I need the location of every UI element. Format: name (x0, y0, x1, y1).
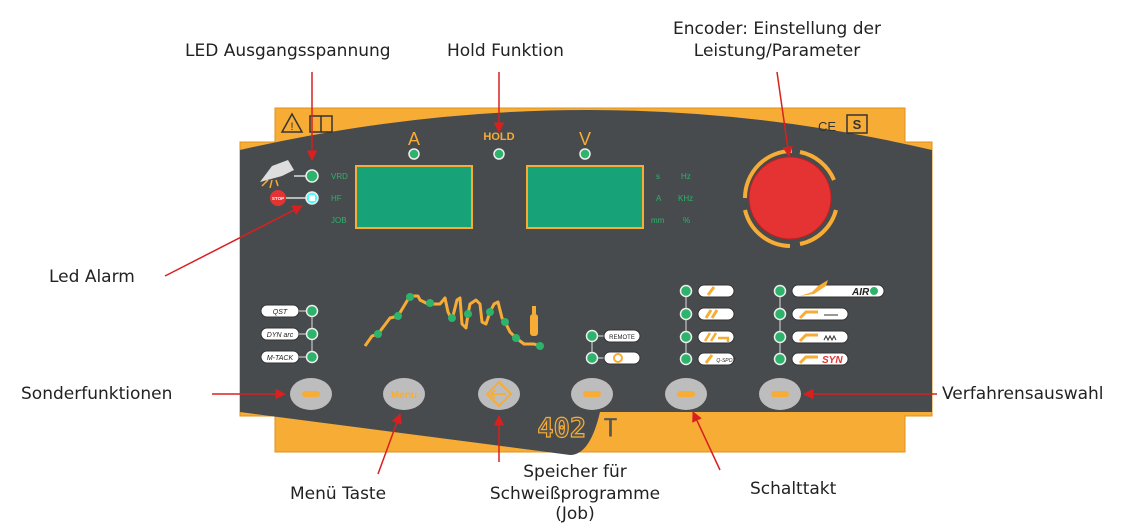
display-v (526, 165, 644, 229)
air-label: AIR (851, 287, 870, 298)
s-mark: S (853, 117, 862, 132)
callout-job-memory-line2: Schweißprogramme (489, 484, 661, 504)
output-voltage-icon (260, 160, 294, 189)
led-hold (493, 148, 505, 160)
callout-menu-key: Menü Taste (290, 484, 387, 504)
process-leds (773, 280, 885, 366)
remote-leds (585, 329, 641, 365)
display-a-label: A (408, 129, 420, 149)
ce-mark: CE (818, 119, 836, 134)
manual-book-icon (309, 115, 333, 133)
led-label-vrd: VRD (331, 172, 348, 181)
model-label: 402 T (537, 413, 618, 444)
trigger-mode-button[interactable] (665, 378, 707, 410)
led-label-job: JOB (331, 216, 347, 225)
callout-encoder-line1: Encoder: Einstellung der (673, 19, 881, 39)
unit-percent: % (683, 216, 690, 225)
process-selection-button[interactable] (759, 378, 801, 410)
led-v (579, 148, 591, 160)
menu-button[interactable] (383, 378, 425, 410)
svg-text:!: ! (290, 121, 293, 133)
unit-s: s (656, 172, 660, 181)
callout-hold-function: Hold Funktion (447, 41, 564, 61)
callout-led-alarm: Led Alarm (49, 267, 135, 287)
callout-arrows (164, 71, 937, 475)
warning-icon: ! (280, 112, 304, 133)
welding-sequence-graphic (363, 293, 544, 350)
callout-special-functions: Sonderfunktionen (21, 384, 173, 404)
remote-button[interactable] (571, 378, 613, 410)
pill-q-spot: Q-SPOT (716, 358, 736, 364)
encoder-knob[interactable] (743, 149, 838, 248)
unit-mm: mm (651, 216, 665, 225)
callout-job-memory-line1: Speicher für (523, 462, 627, 482)
job-memory-button[interactable] (478, 378, 520, 410)
special-functions-leds (260, 304, 319, 364)
menu-button-label: Menu (391, 390, 417, 401)
unit-khz: KHz (678, 194, 693, 203)
callout-switching-cycle: Schalttakt (750, 479, 837, 499)
stop-label: STOP (272, 196, 284, 201)
unit-a: A (656, 194, 662, 203)
pill-m-tack: M-TACK (267, 355, 294, 362)
led-label-hf: HF (331, 194, 342, 203)
unit-hz: Hz (681, 172, 691, 181)
display-v-label: V (579, 129, 591, 149)
pill-qst: QST (273, 309, 288, 316)
trigger-mode-leds (679, 284, 735, 366)
special-functions-button[interactable] (290, 378, 332, 410)
callout-encoder-line2: Leistung/Parameter (693, 41, 861, 61)
display-a (355, 165, 473, 229)
hold-label: HOLD (483, 131, 514, 143)
callout-process-selection: Verfahrensauswahl (942, 384, 1104, 404)
stop-icon (270, 190, 286, 206)
callout-job-memory-line3: (Job) (555, 504, 595, 524)
pill-dyn-arc: DYN arc (267, 332, 294, 339)
syn-label: SYN (822, 355, 843, 366)
s-mark-box (846, 114, 868, 134)
led-output-voltage (305, 169, 319, 183)
pill-remote: REMOTE (609, 335, 635, 341)
callout-led-output-voltage: LED Ausgangsspannung (185, 41, 391, 61)
led-a (408, 148, 420, 160)
